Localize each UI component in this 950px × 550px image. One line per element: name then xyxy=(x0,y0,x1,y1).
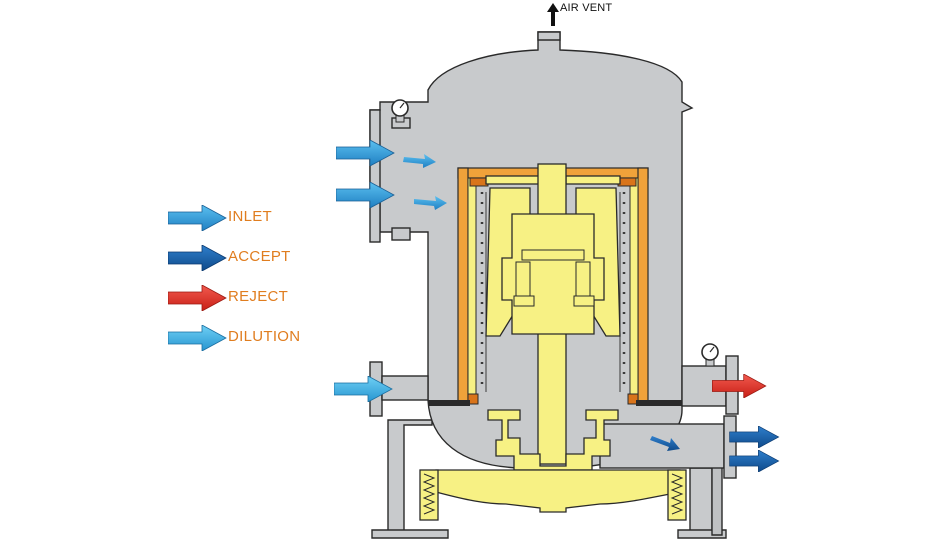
gauge-icon xyxy=(701,343,719,367)
legend-item-inlet: INLET xyxy=(160,205,320,245)
legend-label: DILUTION xyxy=(228,328,301,345)
inlet-flange xyxy=(369,109,411,243)
air-vent-label: AIR VENT xyxy=(560,2,613,14)
gauge-icon xyxy=(391,99,409,123)
accept-arrows xyxy=(650,426,780,472)
flow-legend: INLET ACCEPT REJECT DILUTION xyxy=(160,205,320,365)
reject-arrow-icon xyxy=(168,285,227,311)
legend-label: REJECT xyxy=(228,288,289,305)
legend-item-reject: REJECT xyxy=(160,285,320,325)
accept-arrow-icon xyxy=(168,245,227,271)
dilution-arrow-icon xyxy=(168,325,227,351)
rotor-assembly xyxy=(419,163,687,521)
bellows-lines xyxy=(422,473,684,515)
legend-label: ACCEPT xyxy=(228,248,291,265)
inlet-arrows xyxy=(336,140,447,210)
bearing-housing xyxy=(513,249,595,307)
air-vent-arrow xyxy=(547,3,559,26)
legend-label: INLET xyxy=(228,208,273,225)
inlet-arrow-icon xyxy=(168,205,227,231)
legend-item-dilution: DILUTION xyxy=(160,325,320,365)
legend-item-accept: ACCEPT xyxy=(160,245,320,285)
